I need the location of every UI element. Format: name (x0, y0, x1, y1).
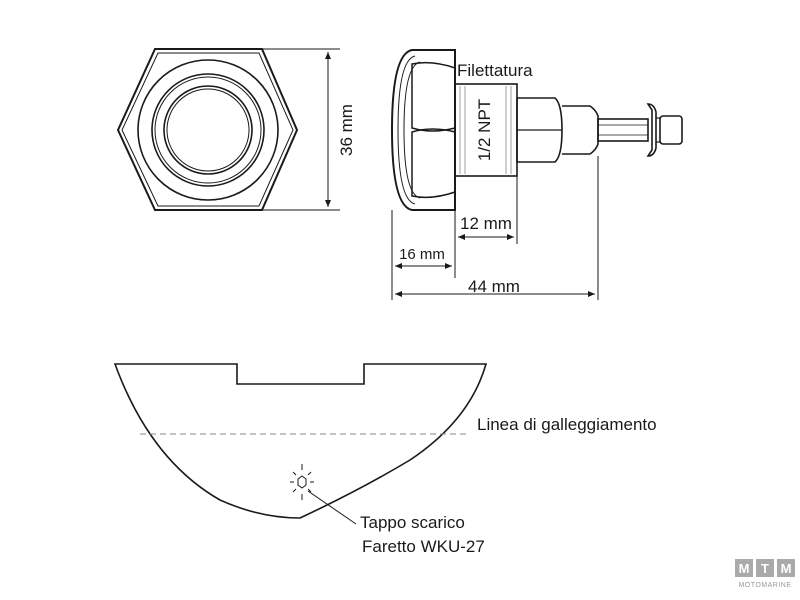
hex-chamfer-circle (137, 59, 279, 201)
fitting-flange (390, 49, 456, 211)
thread-spec-label: 1/2 NPT (475, 99, 494, 161)
hex-inner-outline (121, 52, 294, 207)
thread-texture (459, 86, 512, 174)
bore-ring-mid (154, 76, 262, 184)
logo-letter-m2: M (781, 561, 792, 576)
bore-ring-outer (151, 73, 265, 187)
dimension-16mm-label: 16 mm (399, 246, 445, 263)
hull-section (113, 363, 488, 519)
dimension-44mm-label: 44 mm (468, 277, 520, 296)
dimension-36mm (262, 48, 340, 211)
dimension-16mm (391, 210, 456, 300)
logo-letter-t: T (761, 561, 769, 576)
fitting-cable-end (659, 115, 683, 145)
fitting-cable-gland (646, 103, 657, 157)
dimension-12mm-label: 12 mm (460, 214, 512, 233)
logo-box-m1 (735, 559, 753, 577)
dimension-44mm (395, 156, 599, 300)
bore-ring-core (166, 88, 250, 172)
hull-outline (113, 363, 488, 519)
fitting-side-view (390, 49, 683, 211)
plug-label: Tappo scarico (360, 513, 465, 532)
thread-title-label: Filettatura (457, 61, 533, 80)
logo-letter-m1: M (739, 561, 750, 576)
drain-plug-icon (290, 464, 314, 500)
fitting-cable (597, 118, 649, 142)
waterline-label: Linea di galleggiamento (477, 415, 657, 434)
plug-leader-line (307, 490, 357, 525)
hex-nut-top-view (116, 48, 299, 211)
dimension-36mm-label: 36 mm (337, 104, 356, 156)
dimension-12mm (454, 176, 518, 244)
light-label: Faretto WKU-27 (362, 537, 485, 556)
fitting-hex-face-bottom (411, 128, 456, 199)
logo-subtitle: MOTOMARINE (738, 582, 791, 589)
bore-ring-inner (163, 85, 253, 175)
mtm-logo: M T M MOTOMARINE (735, 559, 795, 589)
fitting-shank (562, 105, 599, 155)
logo-box-m2 (777, 559, 795, 577)
fitting-flange-inner (397, 55, 416, 205)
fitting-hex-face-top (411, 61, 456, 132)
logo-box-t (756, 559, 774, 577)
